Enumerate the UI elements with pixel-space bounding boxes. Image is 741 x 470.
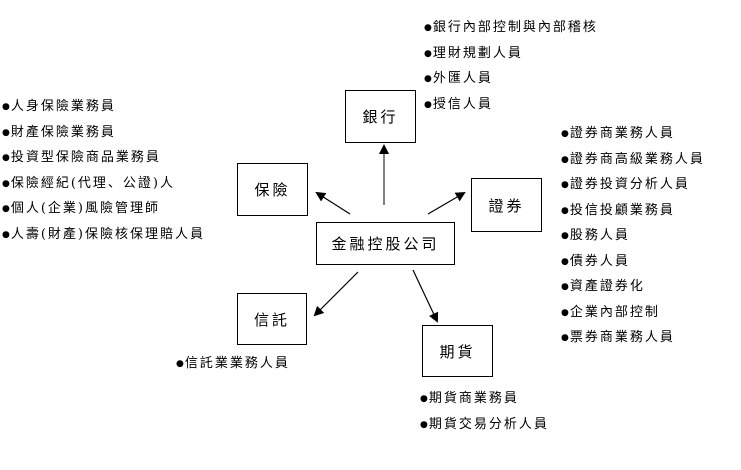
center-box-financial-holding: 金融控股公司 — [316, 222, 455, 265]
node-box-insurance: 保險 — [237, 163, 308, 216]
futures-job-list: 期貨商業務員 期貨交易分析人員 — [420, 386, 549, 437]
list-item: 保險經紀(代理、公證)人 — [2, 171, 205, 197]
list-item: 人身保險業務員 — [2, 94, 205, 120]
center-label: 金融控股公司 — [331, 235, 440, 253]
securities-job-list: 證券商業務人員 證券商高級業務人員 證券投資分析人員 投信投顧業務員 股務人員 … — [561, 121, 705, 351]
list-item: 債券人員 — [561, 249, 705, 275]
list-item: 授信人員 — [424, 92, 598, 118]
insurance-label: 保險 — [254, 181, 291, 199]
list-item: 資產證券化 — [561, 274, 705, 300]
list-item: 股務人員 — [561, 223, 705, 249]
bank-job-list: 銀行內部控制與內部稽核 理財規劃人員 外匯人員 授信人員 — [424, 15, 598, 117]
list-item: 個人(企業)風險管理師 — [2, 196, 205, 222]
list-item: 票券商業務人員 — [561, 325, 705, 351]
list-item: 理財規劃人員 — [424, 41, 598, 67]
arrow-to-futures — [412, 269, 439, 323]
node-box-futures: 期貨 — [422, 325, 493, 377]
arrow-to-insurance — [315, 191, 351, 215]
arrow-to-trust — [313, 271, 359, 317]
node-box-trust: 信託 — [237, 293, 307, 345]
futures-label: 期貨 — [439, 342, 476, 361]
list-item: 證券投資分析人員 — [561, 172, 705, 198]
securities-label: 證券 — [488, 196, 525, 215]
bank-label: 銀行 — [362, 108, 399, 126]
list-item: 信託業業務人員 — [176, 351, 290, 377]
list-item: 期貨商業務員 — [420, 386, 549, 412]
list-item: 期貨交易分析人員 — [420, 412, 549, 438]
list-item: 銀行內部控制與內部稽核 — [424, 15, 598, 41]
list-item: 外匯人員 — [424, 66, 598, 92]
list-item: 人壽(財產)保險核保理賠人員 — [2, 222, 205, 248]
trust-job-list: 信託業業務人員 — [176, 351, 290, 377]
list-item: 財產保險業務員 — [2, 120, 205, 146]
list-item: 投資型保險商品業務員 — [2, 145, 205, 171]
node-box-securities: 證券 — [471, 178, 542, 232]
node-box-bank: 銀行 — [345, 90, 416, 143]
list-item: 企業內部控制 — [561, 300, 705, 326]
list-item: 投信投顧業務員 — [561, 198, 705, 224]
list-item: 證券商業務人員 — [561, 121, 705, 147]
list-item: 證券商高級業務人員 — [561, 147, 705, 173]
insurance-job-list: 人身保險業務員 財產保險業務員 投資型保險商品業務員 保險經紀(代理、公證)人 … — [2, 94, 205, 247]
arrow-to-securities — [427, 191, 466, 215]
trust-label: 信託 — [253, 310, 290, 329]
